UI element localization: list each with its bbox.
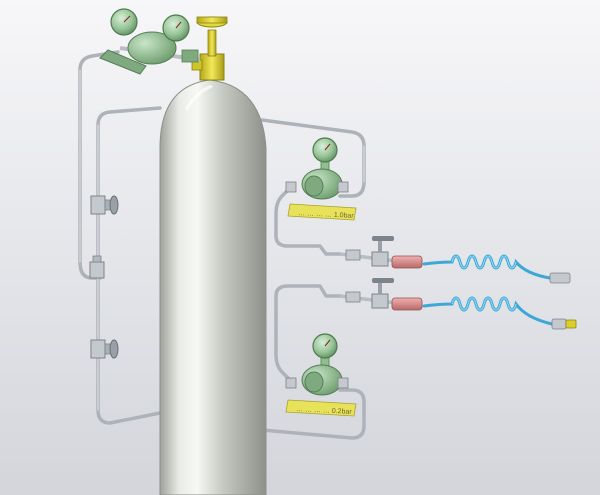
lower-regulator-tag-text: … … … … 0.2bar (296, 406, 353, 416)
gas-cylinder (159, 79, 267, 495)
lower-regulator: … … … … 0.2bar (285, 333, 357, 417)
upper-inline-filter (391, 255, 423, 269)
main-regulator (99, 8, 201, 75)
upper-quick-coupler (549, 272, 571, 284)
lower-inline-filter (391, 297, 423, 311)
upper-regulator-tag: … … … … 1.0bar (287, 203, 357, 221)
upper-ball-valve (371, 236, 394, 267)
left-valve-lower (90, 339, 119, 359)
cylinder-valve (191, 16, 228, 81)
upper-regulator: … … … … 1.0bar (285, 137, 357, 221)
lower-regulator-tag: … … … … 0.2bar (285, 399, 357, 417)
left-valve-upper (90, 195, 119, 215)
left-tee-fitting (89, 255, 105, 279)
upper-regulator-tag-text: … … … … 1.0bar (298, 210, 355, 220)
lower-quick-coupler (551, 318, 567, 330)
lower-ball-valve (371, 278, 394, 309)
lower-outlet-line (339, 278, 577, 330)
lower-coupler-tip (565, 319, 577, 329)
upper-outlet-line (339, 236, 571, 284)
